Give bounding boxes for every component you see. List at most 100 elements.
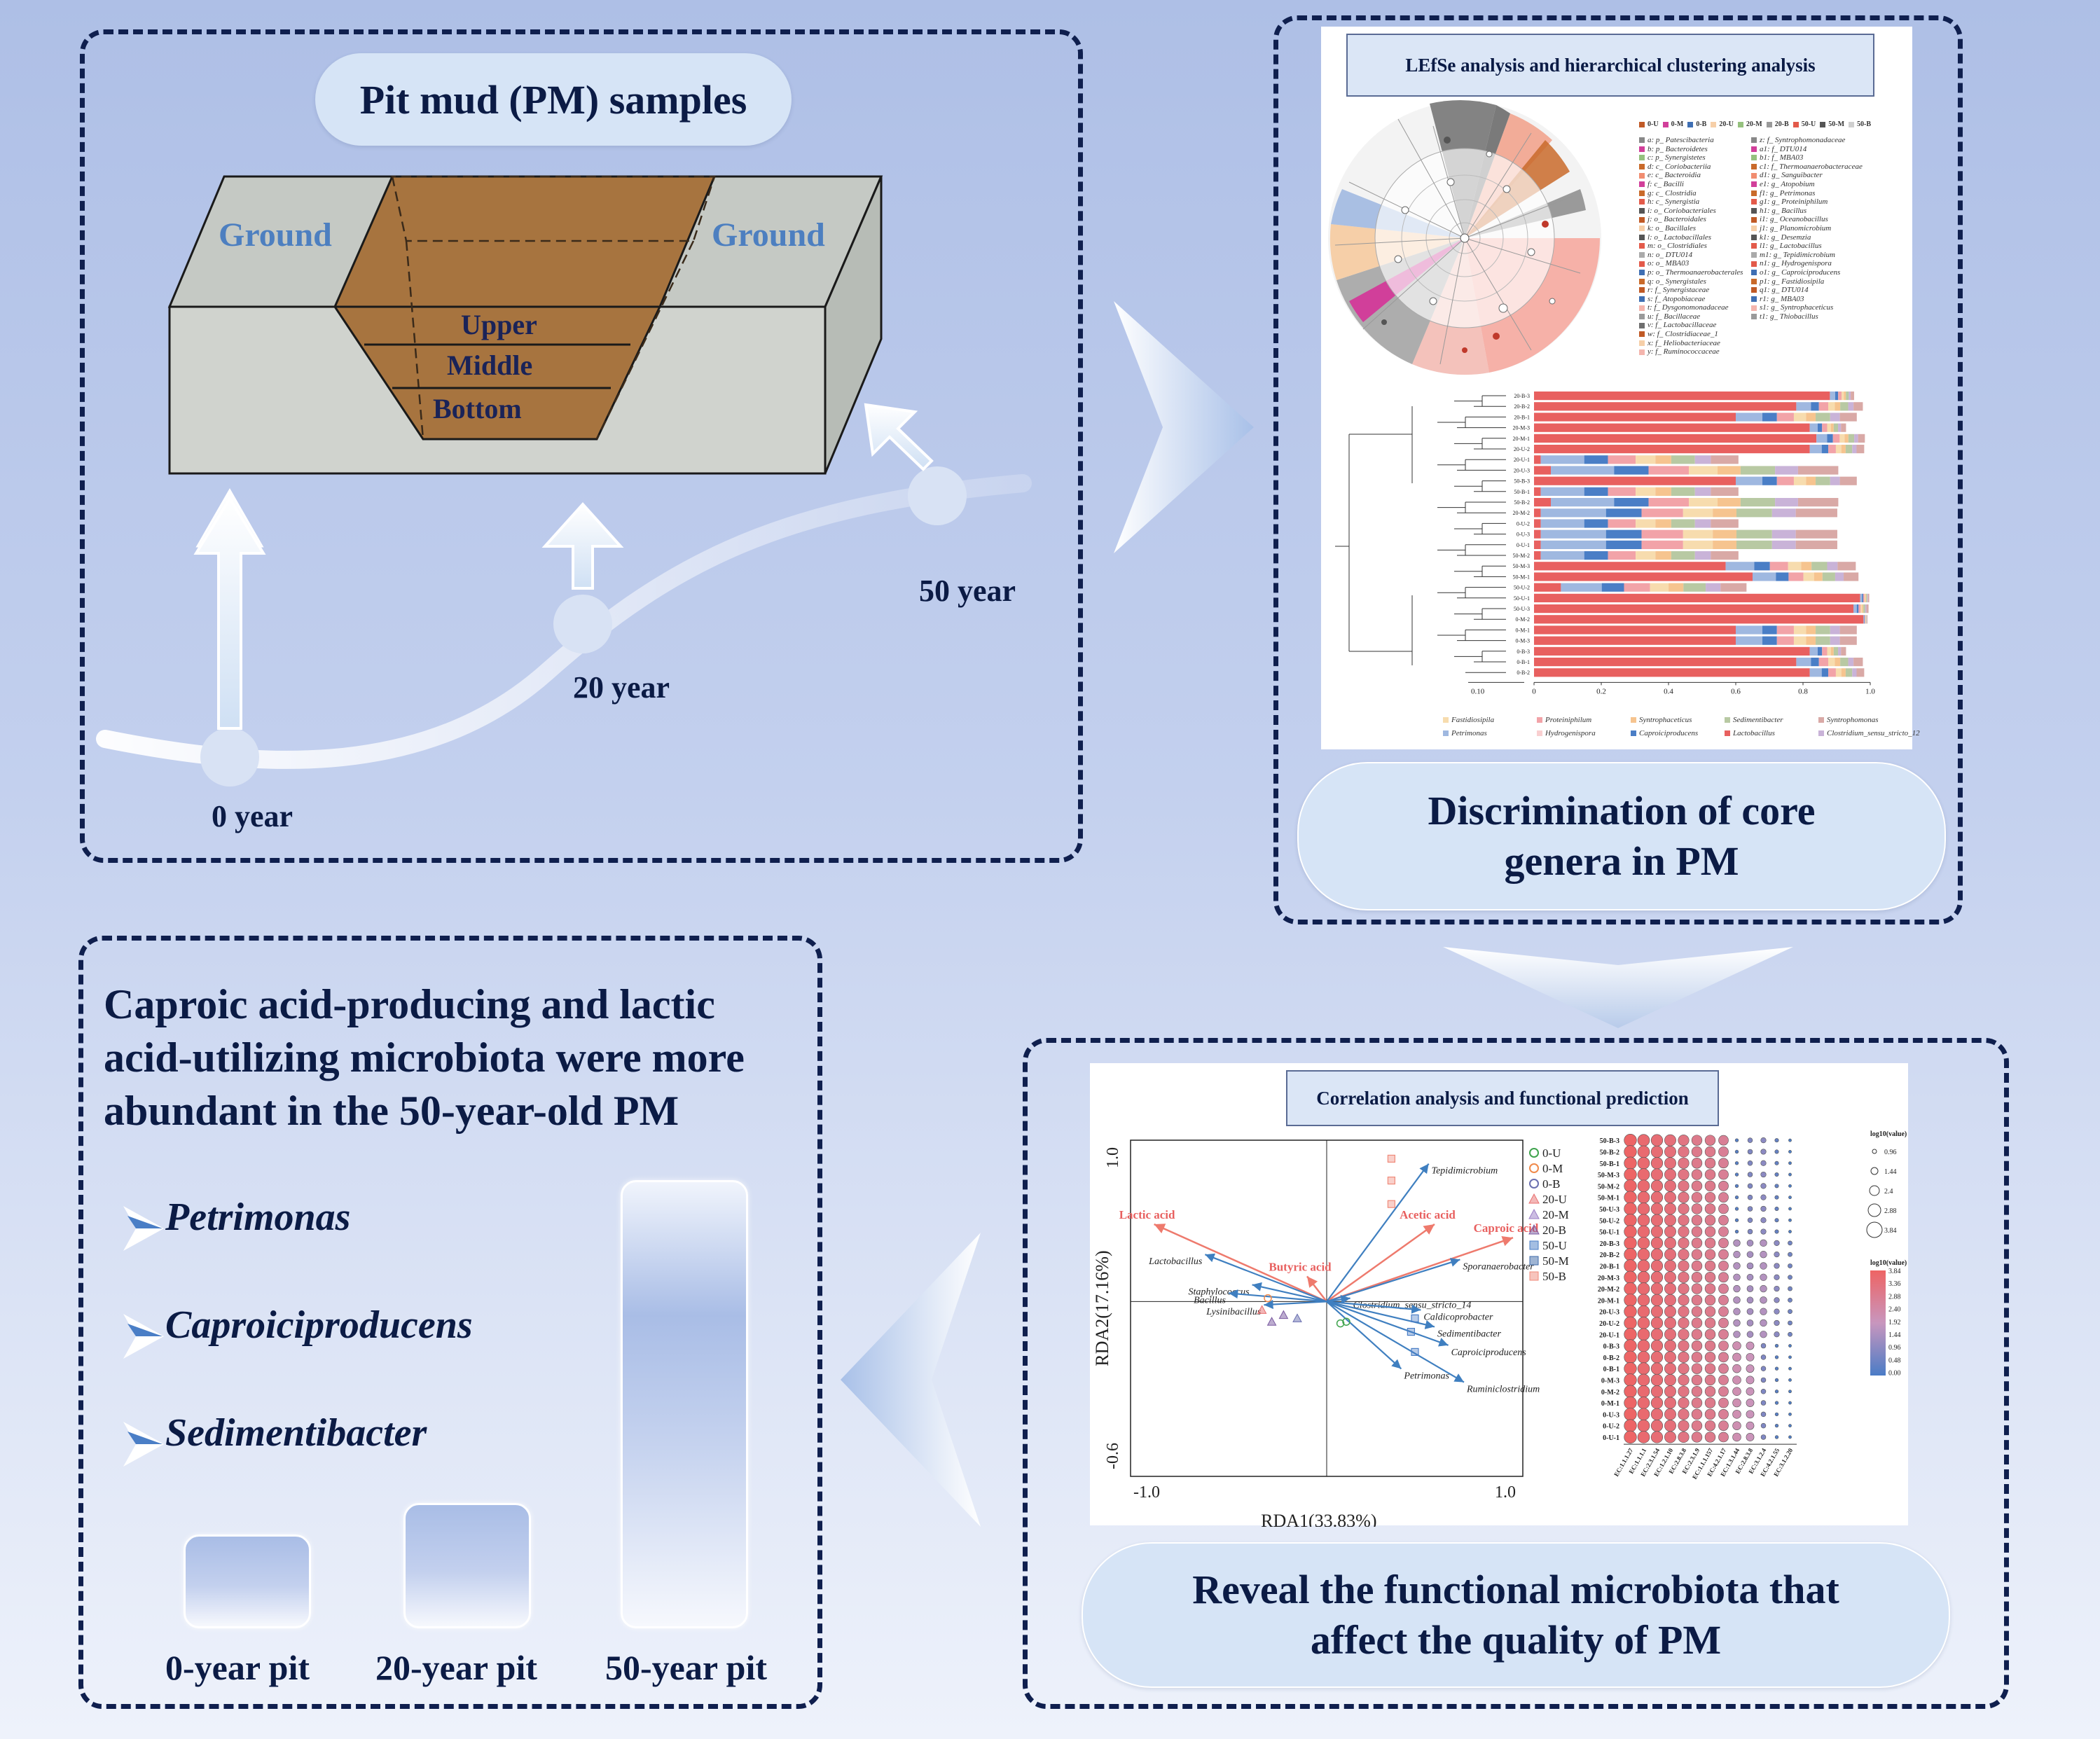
heatmap-cell — [1624, 1396, 1637, 1410]
size-legend-label: 2.4 — [1884, 1188, 1893, 1196]
heatmap-cell — [1788, 1218, 1792, 1222]
heatmap-cell — [1624, 1156, 1637, 1170]
heatmap-cell — [1718, 1363, 1729, 1374]
heatmap-cell — [1774, 1343, 1779, 1348]
heatmap-cell — [1760, 1377, 1767, 1383]
stacked-bar-segment — [1534, 646, 1810, 656]
stacked-bar-segment — [1844, 392, 1846, 401]
rda-acid-label: Butyric acid — [1269, 1260, 1332, 1273]
bar-label-20-year: 20-year pit — [375, 1648, 537, 1687]
heatmap-cell — [1678, 1294, 1690, 1306]
heatmap-cell — [1774, 1240, 1780, 1246]
stacked-bar-segment — [1801, 562, 1812, 571]
bullet-icon-1 — [123, 1206, 164, 1251]
stacked-bar-segment — [1762, 476, 1777, 485]
heatmap-cell — [1624, 1305, 1637, 1318]
cladogram-legend-item: i1: g_ Oceanobacillus — [1751, 215, 1863, 224]
size-legend-circle — [1869, 1185, 1880, 1196]
stacked-bar-segment — [1851, 392, 1854, 401]
stacked-bar-segment — [1534, 562, 1726, 571]
heatmap-cell — [1691, 1294, 1703, 1306]
rda-heatmap: 50-B-350-B-250-B-150-M-350-M-250-M-150-U… — [1598, 1130, 1907, 1481]
heatmap-cell — [1788, 1196, 1792, 1200]
heatmap-cell — [1664, 1157, 1676, 1170]
heatmap-row-label: 50-B-1 — [1600, 1161, 1619, 1168]
rda-legend-label: 20-B — [1542, 1224, 1566, 1237]
heatmap-cell — [1650, 1145, 1664, 1158]
stacked-bar-segment — [1771, 529, 1796, 539]
stacked-bar-segment — [1793, 413, 1807, 422]
heatmap-cell — [1637, 1237, 1650, 1249]
color-legend-label: 0.00 — [1888, 1370, 1901, 1378]
stacked-bar-segment — [1641, 508, 1683, 518]
stacked-bar-segment — [1833, 423, 1839, 432]
genus-caproiciproducens: Caproiciproducens — [165, 1303, 473, 1347]
genus-legend-item: Clostridium_sensu_stricto_12 — [1818, 729, 1920, 738]
heatmap-cell — [1788, 1412, 1792, 1416]
stacked-bar-segment — [1534, 615, 1864, 624]
heatmap-cell — [1718, 1295, 1729, 1305]
heatmap-cell — [1774, 1308, 1780, 1315]
heatmap-cell — [1650, 1271, 1664, 1284]
heatmap-cell — [1664, 1294, 1676, 1306]
heatmap-cell — [1774, 1252, 1780, 1258]
stacked-bar-segment — [1837, 562, 1856, 571]
heatmap-row-label: 0-U-2 — [1603, 1423, 1619, 1431]
heatmap-cell — [1678, 1249, 1690, 1261]
stacked-bar-segment — [1688, 498, 1718, 507]
result-panel — [78, 936, 822, 1709]
stacked-bar-segment — [1830, 476, 1840, 485]
result-text-line2: acid-utilizing microbiota were more — [104, 1034, 745, 1081]
heatmap-cell — [1718, 1214, 1729, 1226]
stacked-bar-segment — [1540, 519, 1584, 528]
stacked-bar-segment — [1683, 529, 1713, 539]
heatmap-cell — [1664, 1134, 1676, 1146]
stacked-bar-segment — [1624, 583, 1650, 592]
heatmap-cell — [1718, 1272, 1729, 1283]
rda-sample-point — [1411, 1347, 1419, 1356]
heatmap-cell — [1664, 1362, 1676, 1375]
heatmap-cell — [1691, 1432, 1703, 1443]
heatmap-cell — [1774, 1172, 1779, 1177]
rda-x-tick: -1.0 — [1133, 1483, 1160, 1502]
heatmap-cell — [1637, 1282, 1650, 1295]
cladogram-group-legend: 0-U 0-M 0-B 20-U 20-M 20-B 50-U 50-M 50-… — [1639, 120, 1871, 130]
stacked-bar-segment — [1816, 636, 1830, 645]
stacked-bar-segment — [1636, 551, 1656, 560]
sample-label: 50-B-2 — [1514, 499, 1530, 506]
heatmap-cell — [1774, 1401, 1779, 1405]
stacked-bar-segment — [1540, 529, 1606, 539]
heatmap-cell — [1678, 1408, 1690, 1420]
heatmap-cell — [1691, 1397, 1703, 1408]
stacked-bar-segment — [1641, 529, 1683, 539]
heatmap-cell — [1746, 1331, 1754, 1338]
sample-label: 50-M-1 — [1513, 574, 1530, 580]
sample-label: 0-U-1 — [1517, 542, 1530, 548]
heatmap-cell — [1788, 1424, 1792, 1428]
stacked-bar-segment — [1827, 423, 1831, 432]
heatmap-cell — [1718, 1181, 1729, 1191]
heatmap-cell — [1760, 1239, 1767, 1247]
stacked-bar-segment — [1605, 508, 1642, 518]
rda-genus-label: Petrimonas — [1403, 1371, 1449, 1381]
stacked-bar-segment — [1849, 392, 1851, 401]
heatmap-cell — [1704, 1180, 1716, 1192]
heatmap-cell — [1734, 1195, 1739, 1200]
rda-acid-label: Lactic acid — [1119, 1208, 1175, 1221]
heatmap-row-label: 0-U-3 — [1603, 1411, 1619, 1419]
bullet-icon-3 — [123, 1422, 164, 1467]
heatmap-cell — [1760, 1319, 1767, 1327]
stacked-bar-segment — [1793, 636, 1807, 645]
heatmap-cell — [1637, 1351, 1650, 1364]
stacked-bar-segment — [1838, 646, 1842, 656]
stacked-bar-segment — [1671, 551, 1695, 560]
heatmap-cell — [1733, 1239, 1741, 1247]
rda-legend-label: 0-M — [1542, 1162, 1563, 1175]
heatmap-cell — [1718, 1375, 1729, 1385]
rda-sample-point — [1257, 1305, 1267, 1314]
result-text: Caproic acid-producing and lactic acid-u… — [104, 978, 745, 1137]
genus-legend-item: Proteiniphilum — [1537, 716, 1631, 725]
stacked-bar-segment — [1694, 487, 1711, 496]
rda-legend-label: 50-B — [1542, 1270, 1566, 1283]
